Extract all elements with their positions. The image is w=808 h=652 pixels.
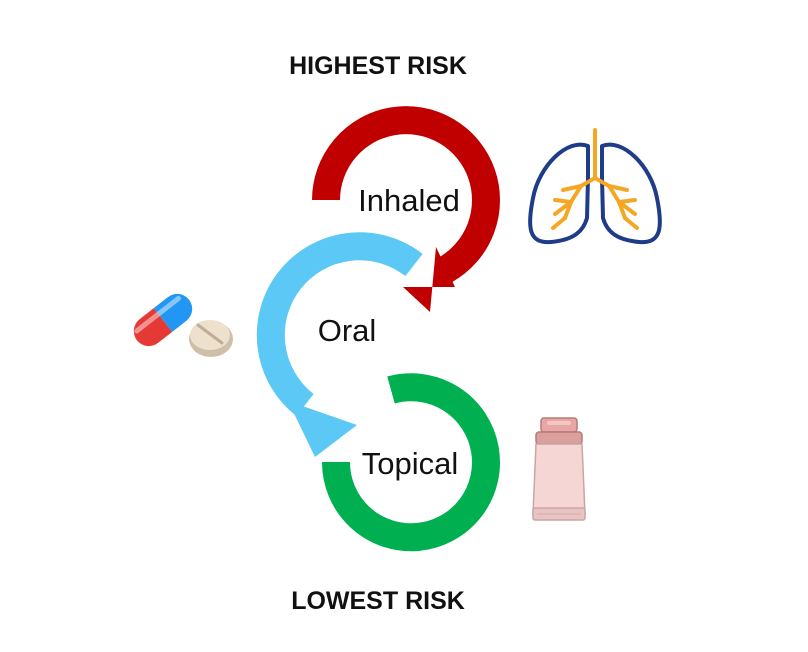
oral-arrowhead — [288, 401, 357, 457]
inhaled-arrowhead — [403, 247, 455, 312]
inhaled-ring — [312, 106, 500, 312]
topical-ring — [321, 373, 500, 552]
lowest-risk-heading: LOWEST RISK — [291, 587, 465, 615]
cream-tube-icon — [532, 417, 586, 521]
highest-risk-heading: HIGHEST RISK — [289, 52, 467, 80]
topical-ring-arc — [321, 373, 500, 552]
route-label-topical: Topical — [362, 446, 459, 481]
oral-ring-arc — [256, 232, 423, 417]
pill-icon — [133, 293, 233, 357]
oral-ring — [256, 232, 423, 457]
route-label-oral: Oral — [318, 313, 377, 348]
inhaled-ring-arc — [312, 106, 500, 283]
lungs-icon — [528, 128, 662, 245]
route-label-inhaled: Inhaled — [358, 183, 460, 218]
